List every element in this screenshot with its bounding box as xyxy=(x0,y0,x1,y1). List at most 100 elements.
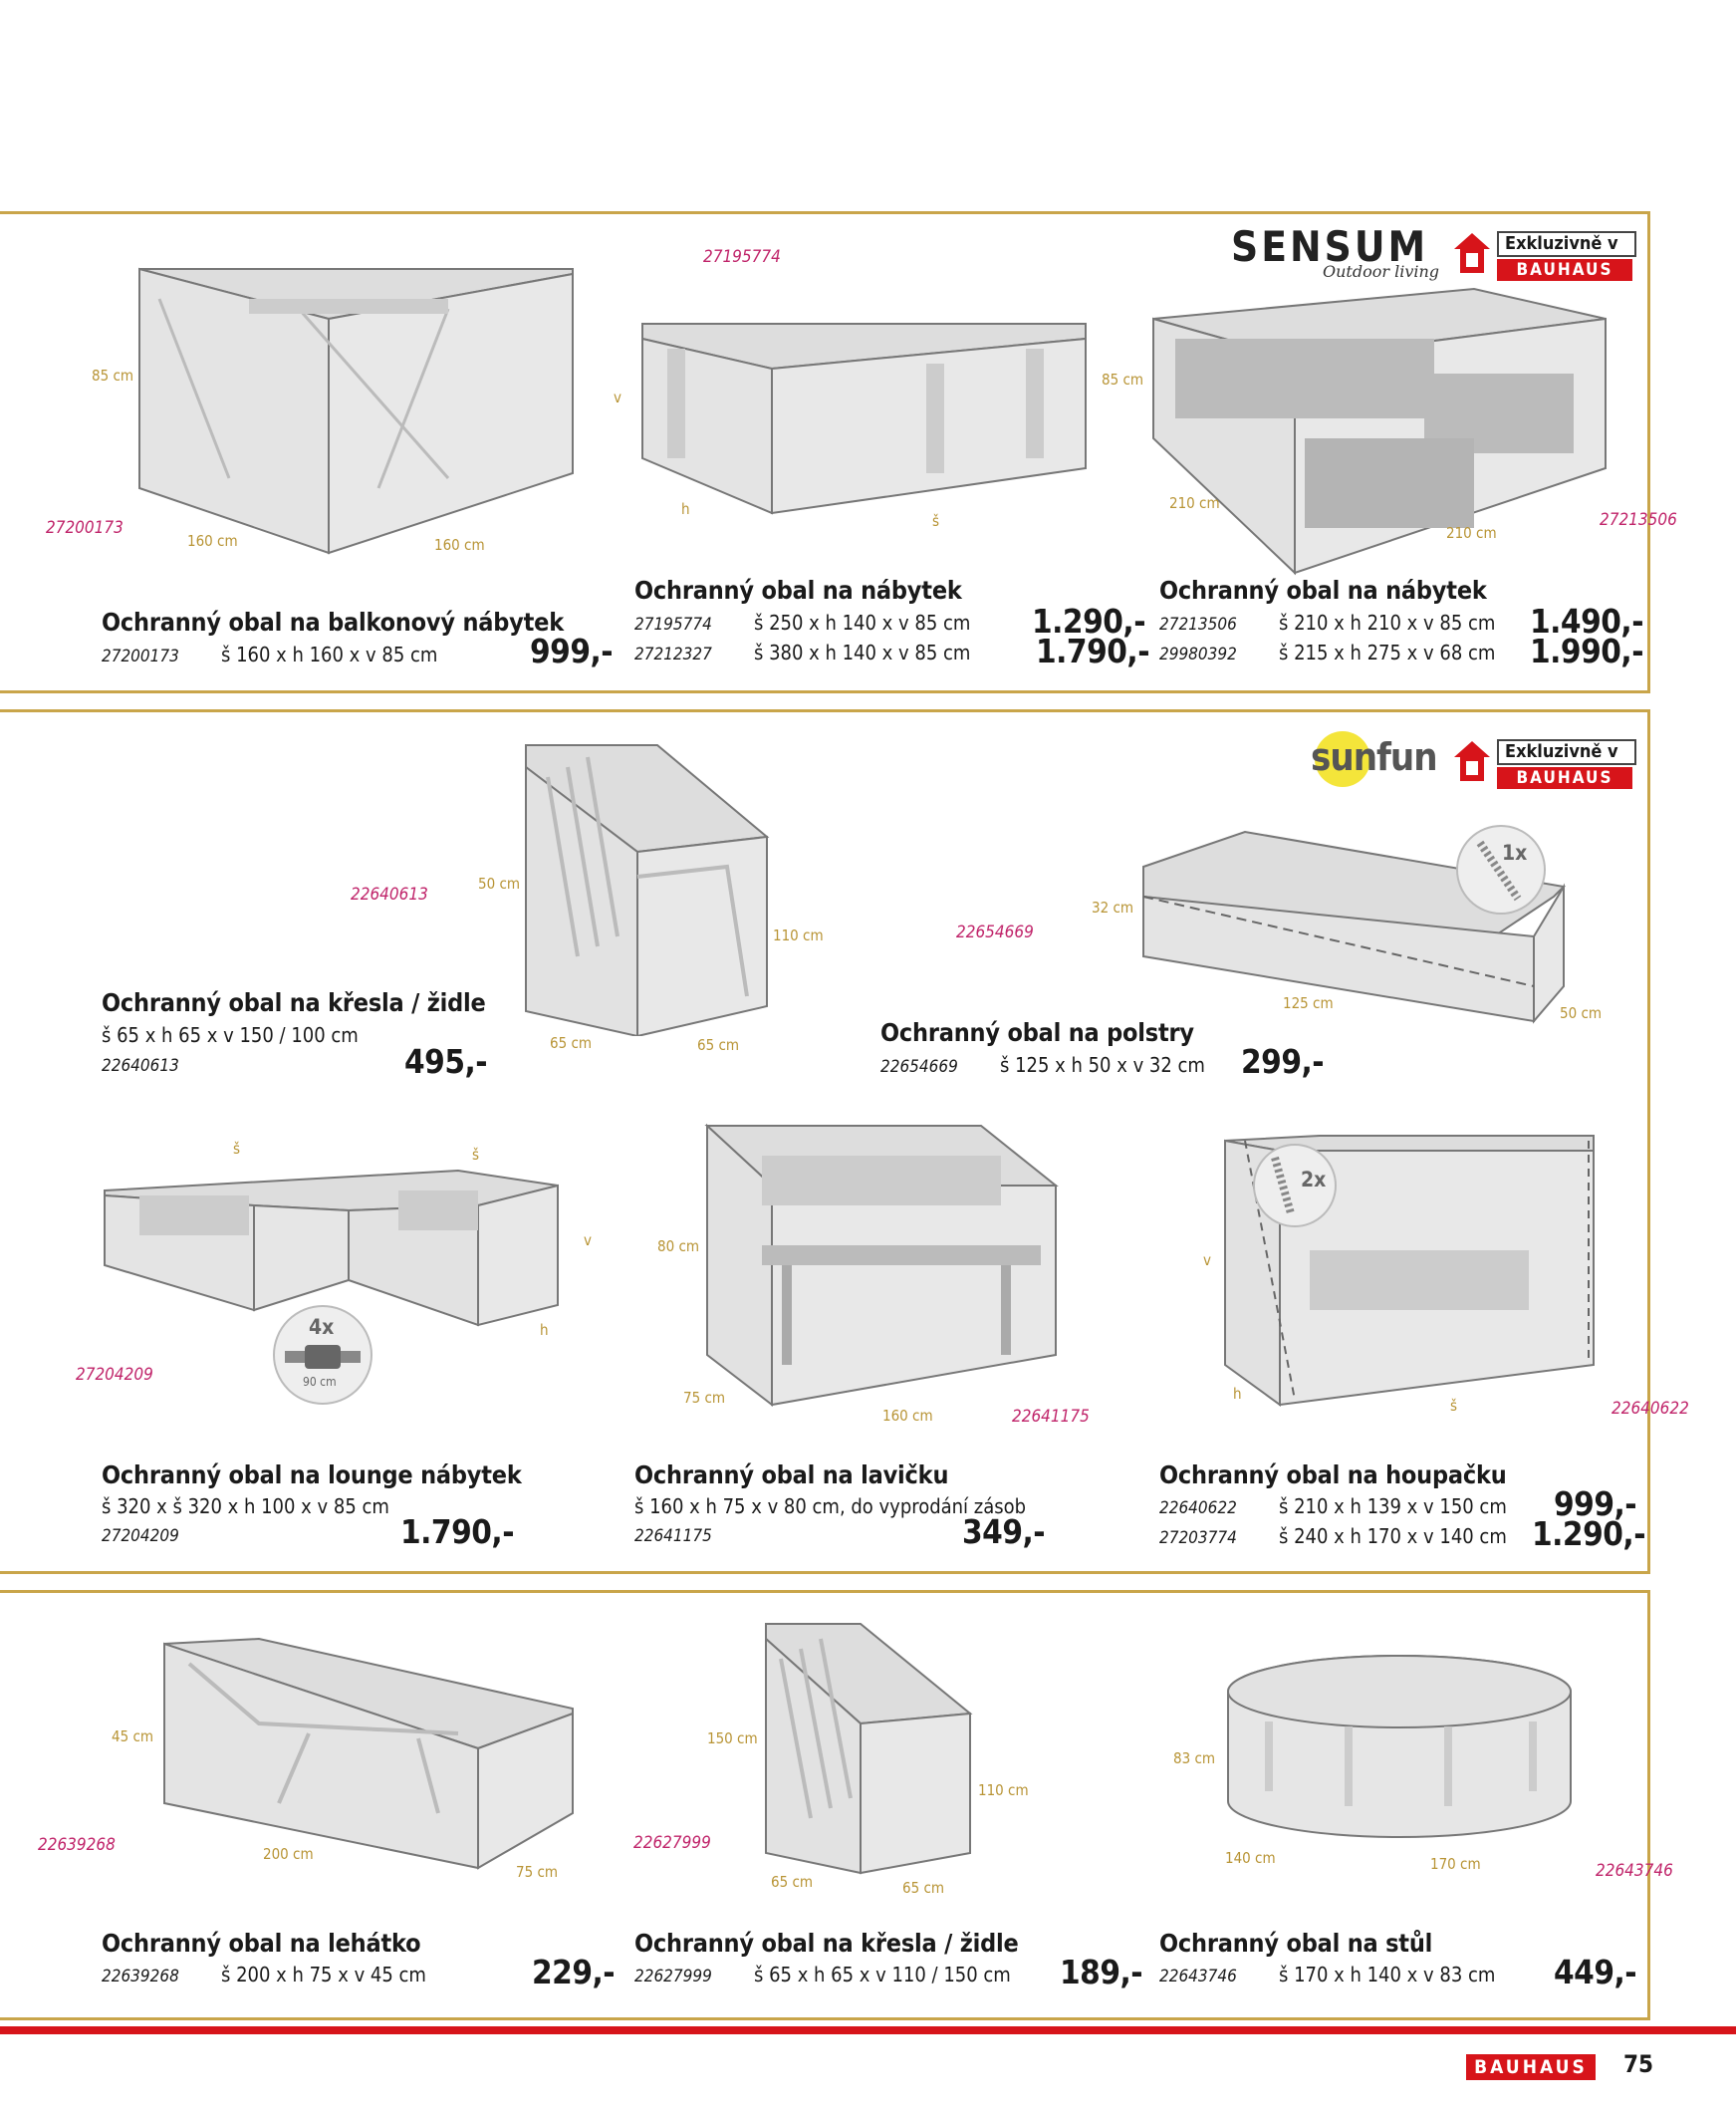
dim-label: 125 cm xyxy=(1283,994,1334,1012)
product-title: Ochranný obal na houpačku xyxy=(1159,1460,1507,1489)
product-price: 1.490,- xyxy=(1530,602,1644,641)
dim-label: 75 cm xyxy=(516,1863,559,1881)
dim-label: h xyxy=(540,1321,549,1339)
dim-label: 170 cm xyxy=(1430,1855,1481,1873)
dim-label: 160 cm xyxy=(882,1407,933,1425)
product-price: 229,- xyxy=(532,1953,616,1991)
product-price: 299,- xyxy=(1241,1042,1325,1081)
product-price: 999,- xyxy=(1554,1484,1637,1523)
sensum-tagline: Outdoor living xyxy=(1323,262,1440,281)
dim-label: h xyxy=(681,500,690,518)
product-title: Ochranný obal na balkonový nábytek xyxy=(102,608,564,637)
footer-bauhaus-logo: BAUHAUS xyxy=(1466,2054,1596,2080)
product-price: 495,- xyxy=(404,1042,488,1081)
dim-label: 110 cm xyxy=(773,926,824,944)
product-title: Ochranný obal na lehátko xyxy=(102,1929,421,1958)
product-sku: 22641175 xyxy=(634,1526,712,1546)
dim-label: 32 cm xyxy=(1092,899,1134,917)
product-title: Ochranný obal na nábytek xyxy=(634,576,962,605)
zipper-badge: 2x xyxy=(1253,1144,1337,1227)
product-code: 22627999 xyxy=(633,1833,711,1853)
page-number: 75 xyxy=(1623,2050,1654,2078)
dim-label: h xyxy=(1233,1385,1242,1403)
bauhaus-logo: BAUHAUS xyxy=(1497,259,1632,281)
product-title: Ochranný obal na křesla / židle xyxy=(102,988,486,1017)
footer-red-bar xyxy=(0,2026,1736,2034)
dim-label: š xyxy=(233,1140,241,1158)
product-dimensions: š 320 x š 320 x h 100 x v 85 cm xyxy=(102,1494,389,1518)
product-title: Ochranný obal na lavičku xyxy=(634,1460,949,1489)
product-code: 22643746 xyxy=(1596,1861,1673,1881)
dim-label: 210 cm xyxy=(1446,524,1497,542)
section-frame-2 xyxy=(0,709,1650,1574)
lounge-set-cover-image xyxy=(1152,287,1607,576)
dim-label: 65 cm xyxy=(771,1873,814,1891)
dim-label: 50 cm xyxy=(1560,1004,1603,1022)
section-frame-3 xyxy=(0,1590,1650,2020)
product-code: 27200173 xyxy=(46,518,124,538)
product-code: 22640622 xyxy=(1612,1399,1689,1419)
dim-label: 50 cm xyxy=(478,875,521,893)
product-price: 1.290,- xyxy=(1032,602,1146,641)
product-price: 1.790,- xyxy=(1036,632,1150,670)
bauhaus-house-icon xyxy=(1454,233,1490,273)
product-dimensions: š 65 x h 65 x v 150 / 100 cm xyxy=(102,1023,359,1047)
lounge-corner-cover-image xyxy=(104,1169,559,1327)
bauhaus-house-icon xyxy=(1454,741,1490,781)
dim-label: v xyxy=(614,389,621,406)
product-code: 27213506 xyxy=(1600,510,1677,530)
product-price: 1.790,- xyxy=(400,1512,515,1551)
dim-label: 85 cm xyxy=(92,367,134,385)
dim-label: 150 cm xyxy=(707,1729,758,1747)
product-title: Ochranný obal na lounge nábytek xyxy=(102,1460,522,1489)
chair-stack-cover-image-2 xyxy=(765,1623,973,1875)
lounger-cover-image xyxy=(163,1637,574,1870)
dim-label: 160 cm xyxy=(187,532,238,550)
exclusive-text: Exkluzivně v xyxy=(1497,739,1636,765)
product-code: 22639268 xyxy=(38,1835,116,1855)
product-price: 349,- xyxy=(962,1512,1046,1551)
dim-label: 80 cm xyxy=(657,1237,700,1255)
bench-cover-image xyxy=(704,1123,1059,1408)
dim-label: 140 cm xyxy=(1225,1849,1276,1867)
product-code: 22640613 xyxy=(351,885,428,905)
product-sku: 27204209 xyxy=(102,1526,179,1546)
section-frame-1 xyxy=(0,211,1650,693)
dim-label: 65 cm xyxy=(902,1879,945,1897)
chair-stack-cover-image xyxy=(525,744,770,1036)
dim-label: š xyxy=(1450,1397,1458,1415)
dim-label: 210 cm xyxy=(1169,494,1220,512)
product-sku: 22640613 xyxy=(102,1056,179,1076)
table-cover-image xyxy=(641,323,1087,515)
product-price: 1.290,- xyxy=(1532,1514,1646,1553)
buckle-icon xyxy=(285,1345,361,1369)
dim-label: 85 cm xyxy=(1102,371,1144,389)
dim-label: 65 cm xyxy=(697,1036,740,1054)
sensum-logo: SENSUM xyxy=(1231,222,1429,271)
cushion-cover-image xyxy=(1142,830,1567,1024)
dim-label: 200 cm xyxy=(263,1845,314,1863)
product-price: 449,- xyxy=(1554,1953,1637,1991)
product-code: 27204209 xyxy=(76,1365,153,1385)
dim-label: v xyxy=(1203,1251,1211,1269)
product-price: 999,- xyxy=(530,632,614,670)
product-title: Ochranný obal na polstry xyxy=(880,1018,1194,1047)
product-code: 22654669 xyxy=(956,923,1034,942)
dim-label: 45 cm xyxy=(112,1727,154,1745)
oval-table-cover-image xyxy=(1227,1655,1572,1838)
dim-label: 160 cm xyxy=(434,536,485,554)
product-code: 22641175 xyxy=(1012,1407,1090,1427)
dim-label: 83 cm xyxy=(1173,1749,1216,1767)
zipper-badge: 1x xyxy=(1456,825,1546,915)
sunfun-logo: sunfun xyxy=(1307,729,1438,789)
zipper-icon xyxy=(1476,840,1522,902)
